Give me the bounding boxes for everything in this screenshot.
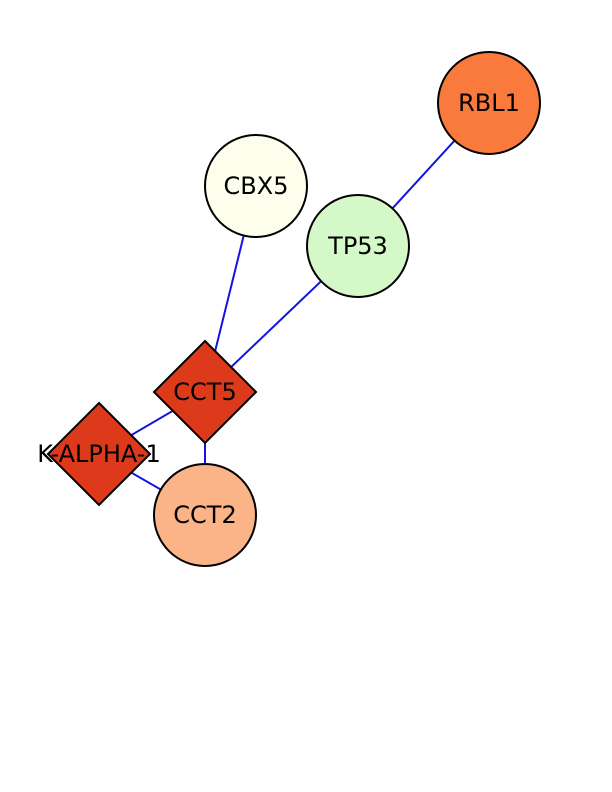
node-tp53-label: TP53: [327, 232, 388, 260]
node-cbx5-circle: [204, 134, 308, 238]
node-cct5-label: CCT5: [173, 378, 236, 406]
node-cct5-diamond: [152, 339, 258, 445]
node-cct5[interactable]: CCT5: [152, 339, 258, 445]
node-rbl1[interactable]: RBL1: [437, 51, 541, 155]
node-cct2[interactable]: CCT2: [153, 463, 257, 567]
node-tp53-circle: [306, 194, 410, 298]
node-k-alpha-1-diamond: [46, 401, 152, 507]
node-k-alpha-1[interactable]: K-ALPHA-1: [37, 401, 161, 507]
node-cct2-circle: [153, 463, 257, 567]
node-cbx5-label: CBX5: [224, 172, 289, 200]
node-rbl1-label: RBL1: [458, 89, 520, 117]
node-k-alpha-1-label: K-ALPHA-1: [37, 440, 160, 468]
node-cbx5[interactable]: CBX5: [204, 134, 308, 238]
node-cct2-label: CCT2: [173, 501, 236, 529]
node-tp53[interactable]: TP53: [306, 194, 410, 298]
node-rbl1-circle: [437, 51, 541, 155]
